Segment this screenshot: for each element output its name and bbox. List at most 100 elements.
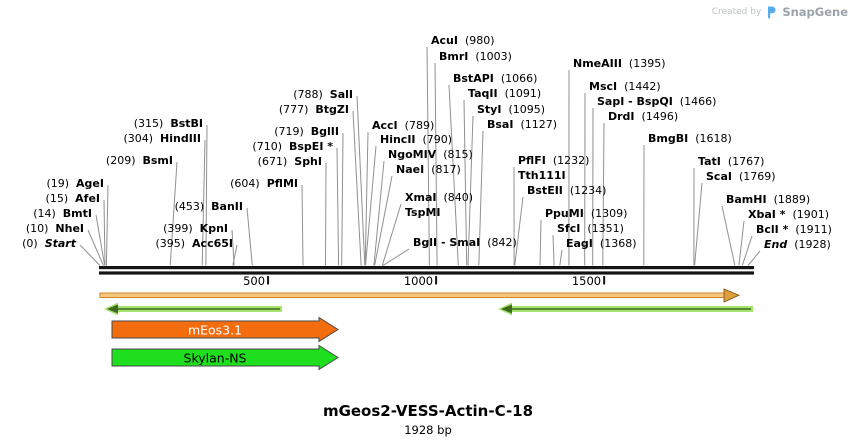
site-position: (10) [25,222,49,235]
site-name: DrdI [608,110,635,123]
site-line [231,229,235,266]
site-label-bstbi[interactable]: (315) BstBI [134,117,203,130]
site-label-pflmi[interactable]: (604)PflMI [230,177,298,190]
site-label-styi[interactable]: StyI(1095) [477,103,545,116]
site-line [382,248,410,266]
site-label-bmgbi[interactable]: BmgBI(1618) [648,132,732,145]
site-name: HindIII [160,132,201,145]
site-label-nmeaiii[interactable]: NmeAIII(1395) [573,57,666,70]
site-position: (1911) [795,223,832,236]
site-label-bsteii[interactable]: BstEII(1234) [527,184,606,197]
site-position: (1091) [504,87,542,100]
site-label-scai[interactable]: ScaI(1769) [706,170,776,183]
site-position: (788) [293,88,323,101]
site-position: (1928) [794,238,831,251]
site-label-banii[interactable]: (453)BanII [175,200,243,213]
site-label-bmri[interactable]: BmrI(1003) [439,50,512,63]
site-position: (1901) [792,208,830,221]
site-line [741,235,753,266]
site-name: BstBI [170,117,203,130]
site-label-xbai[interactable]: XbaI *(1901) [748,208,829,221]
site-label-bsai[interactable]: BsaI(1127) [487,118,557,131]
site-position: (671) [257,155,288,168]
site-name: PpuMI [545,207,584,220]
site-name: BglII [310,125,339,138]
site-label-drdi[interactable]: DrdI (1496) [608,110,678,123]
site-line [373,160,385,266]
site-position: (719) [274,125,304,138]
site-name: NgoMIV [388,148,437,161]
site-label-sapi-bspqi[interactable]: SapI - BspQI(1466) [597,95,716,108]
site-name: BsaI [487,118,514,131]
site-label-naei[interactable]: NaeI(817) [396,163,461,176]
site-position: (789) [404,119,435,132]
site-label-ppumi[interactable]: PpuMI(1309) [545,207,627,220]
site-label-end[interactable]: End (1928) [764,238,831,251]
site-position: (315) [133,117,164,130]
site-label-bsmi[interactable]: (209)BsmI [106,154,173,167]
site-label-kpni[interactable]: (399)KpnI [163,222,228,235]
site-position: (14) [33,207,56,220]
site-label-tati[interactable]: TatI(1767) [698,155,764,168]
site-position: (817) [431,163,461,176]
site-position: (1767) [727,155,765,168]
site-name: End [764,238,788,251]
site-name: Tth111I [518,169,566,182]
site-line [341,132,344,266]
site-label-bstapi[interactable]: BstAPI(1066) [453,72,537,85]
site-position: (1066) [500,72,538,85]
site-name: TaqII [468,87,498,100]
site-line [301,184,304,266]
site-label-bglii[interactable]: (719) BglII [274,125,339,138]
site-label-start[interactable]: (0)Start [22,237,76,250]
site-name: BamHI [726,193,767,206]
site-label-bmti[interactable]: (14)BmtI [33,207,92,220]
site-label-xmai[interactable]: XmaI(840) [405,191,473,204]
site-name: HincII [380,133,416,146]
site-position: (777) [278,103,309,116]
site-label-bspei[interactable]: (710)BspEI * [252,140,333,153]
site-label-tspmi[interactable]: TspMI [405,206,448,219]
feature-arrow-Skylan-NS[interactable] [111,344,339,371]
site-label-pflfi[interactable]: PflFI(1232) [518,154,589,167]
site-label-eagi[interactable]: EagI(1368) [566,237,636,250]
site-label-sphi[interactable]: (671)SphI [258,155,322,168]
site-label-bamhi[interactable]: BamHI(1889) [726,193,810,206]
site-label-btgzi[interactable]: (777)BtgZI [279,103,349,116]
site-line [201,139,206,266]
site-line [694,182,703,266]
site-label-agei[interactable]: (19)AgeI [46,177,104,190]
site-label-nhei[interactable]: (10)NheI [26,222,84,235]
map-title: mGeos2-VESS-Actin-C-18 [322,402,534,420]
site-label-bcli[interactable]: BclI *(1911) [756,223,832,236]
site-label-sfci[interactable]: SfcI(1351) [557,222,624,235]
site-label-acci[interactable]: AccI(789) [372,119,434,132]
site-label-afei[interactable]: (15)AfeI [46,192,100,205]
site-position: (790) [422,133,453,146]
site-label-ngomiv[interactable]: NgoMIV(815) [388,148,473,161]
ruler-tick-label: 1000 [403,274,434,288]
site-label-msci[interactable]: MscI(1442) [589,80,661,93]
site-label-bgli-smai[interactable]: BglI - SmaI(842) [413,236,517,249]
site-label-acc65i[interactable]: (395)Acc65I [155,237,233,250]
site-name: BglI - SmaI [413,236,481,249]
site-label-tth111i[interactable]: Tth111I [518,169,573,182]
site-label-hincii[interactable]: HincII (790) [380,133,452,146]
site-position: (304) [123,132,154,145]
site-name: PflFI [518,154,546,167]
site-position: (1496) [641,110,679,123]
site-label-hindiii[interactable]: (304) HindIII [123,132,201,145]
site-label-acui[interactable]: AcuI(980) [431,34,495,47]
site-line [467,115,474,266]
site-line [105,184,109,266]
site-label-taqii[interactable]: TaqII (1091) [468,87,541,100]
site-position: (19) [46,177,70,190]
site-name: BsmI [142,154,174,167]
ruler-top-strand [99,266,754,270]
feature-arrow-mEos3-1[interactable] [111,316,339,343]
span-arrow-body[interactable] [99,292,725,298]
site-name: XmaI [405,191,437,204]
site-position: (1368) [599,237,637,250]
site-label-sali[interactable]: (788)SalI [293,88,353,101]
